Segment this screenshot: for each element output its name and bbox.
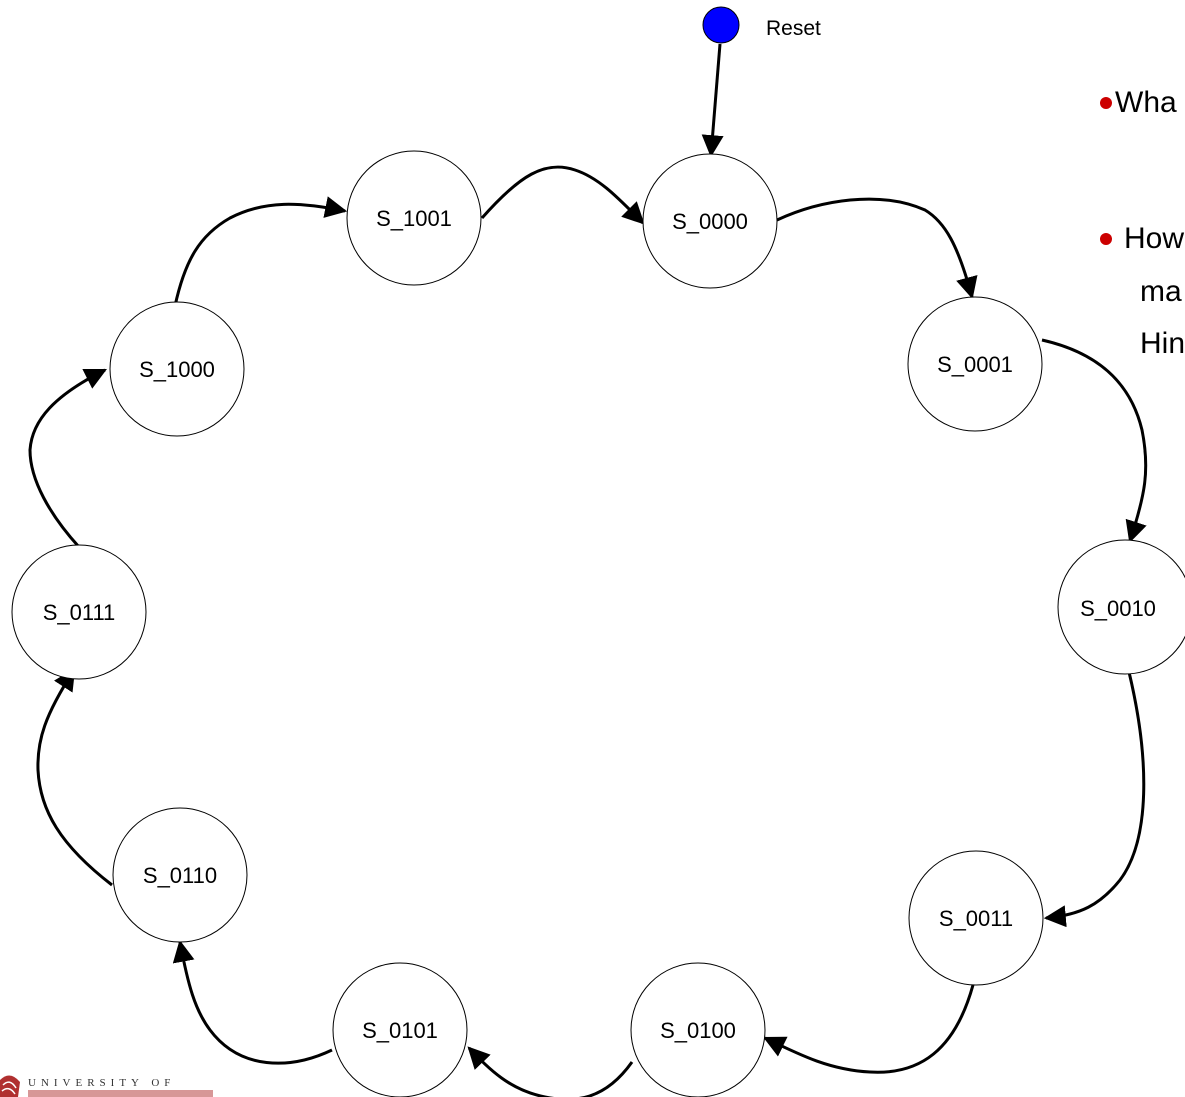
state-label: S_0101 (362, 1018, 438, 1043)
state-s0111: S_0111 (11, 544, 147, 680)
transition-1000-1001 (173, 196, 348, 307)
state-s0011: S_0011 (908, 850, 1044, 986)
transition-0001-0010 (1041, 338, 1148, 544)
state-label: S_0000 (672, 209, 748, 234)
transition-0101-0110 (172, 939, 333, 1065)
bullet-line-2: How (1124, 222, 1184, 255)
state-label: S_0001 (937, 352, 1013, 377)
reset-transition (701, 43, 724, 158)
reset-label: Reset (766, 17, 821, 40)
transition-0000-0001 (776, 197, 978, 300)
state-label: S_0100 (660, 1018, 736, 1043)
state-s1000: S_1000 (109, 301, 245, 437)
state-s0001: S_0001 (907, 296, 1043, 432)
logo-text: UNIVERSITY OF (28, 1077, 175, 1089)
reset-dot (702, 6, 740, 44)
side-bullets: Wha How ma Hin (1100, 86, 1185, 360)
bullet-dot (1100, 233, 1112, 245)
state-label: S_0110 (143, 863, 217, 888)
reset-node: Reset (702, 6, 821, 44)
bullet-line-1: Wha (1115, 86, 1177, 119)
logo-bar (28, 1090, 213, 1097)
bullet-dot (1100, 97, 1112, 109)
university-logo: UNIVERSITY OF (0, 1075, 213, 1097)
state-s0110: S_0110 (112, 807, 248, 943)
state-s0100: S_0100 (630, 962, 766, 1097)
transition-0010-0011 (1043, 671, 1146, 928)
bullet-line-3: ma (1140, 275, 1182, 308)
state-label: S_0011 (939, 906, 1013, 931)
state-label: S_0111 (43, 600, 116, 625)
bullet-line-4: Hin (1140, 327, 1185, 360)
transition-0111-1000 (28, 368, 107, 549)
logo-emblem-icon (0, 1075, 20, 1097)
state-label: S_1001 (376, 206, 452, 231)
transition-0011-0100 (763, 984, 975, 1074)
transition-1001-0000 (480, 165, 645, 225)
state-s0010: S_0010 (1057, 539, 1185, 675)
state-s0000: S_0000 (642, 153, 778, 289)
state-label: S_0010 (1080, 596, 1156, 621)
transition-0110-0111 (36, 668, 113, 887)
state-s1001: S_1001 (346, 150, 482, 286)
transition-0100-0101 (467, 1046, 634, 1097)
state-label: S_1000 (139, 357, 215, 382)
transitions (28, 43, 1148, 1097)
state-s0101: S_0101 (332, 962, 468, 1097)
